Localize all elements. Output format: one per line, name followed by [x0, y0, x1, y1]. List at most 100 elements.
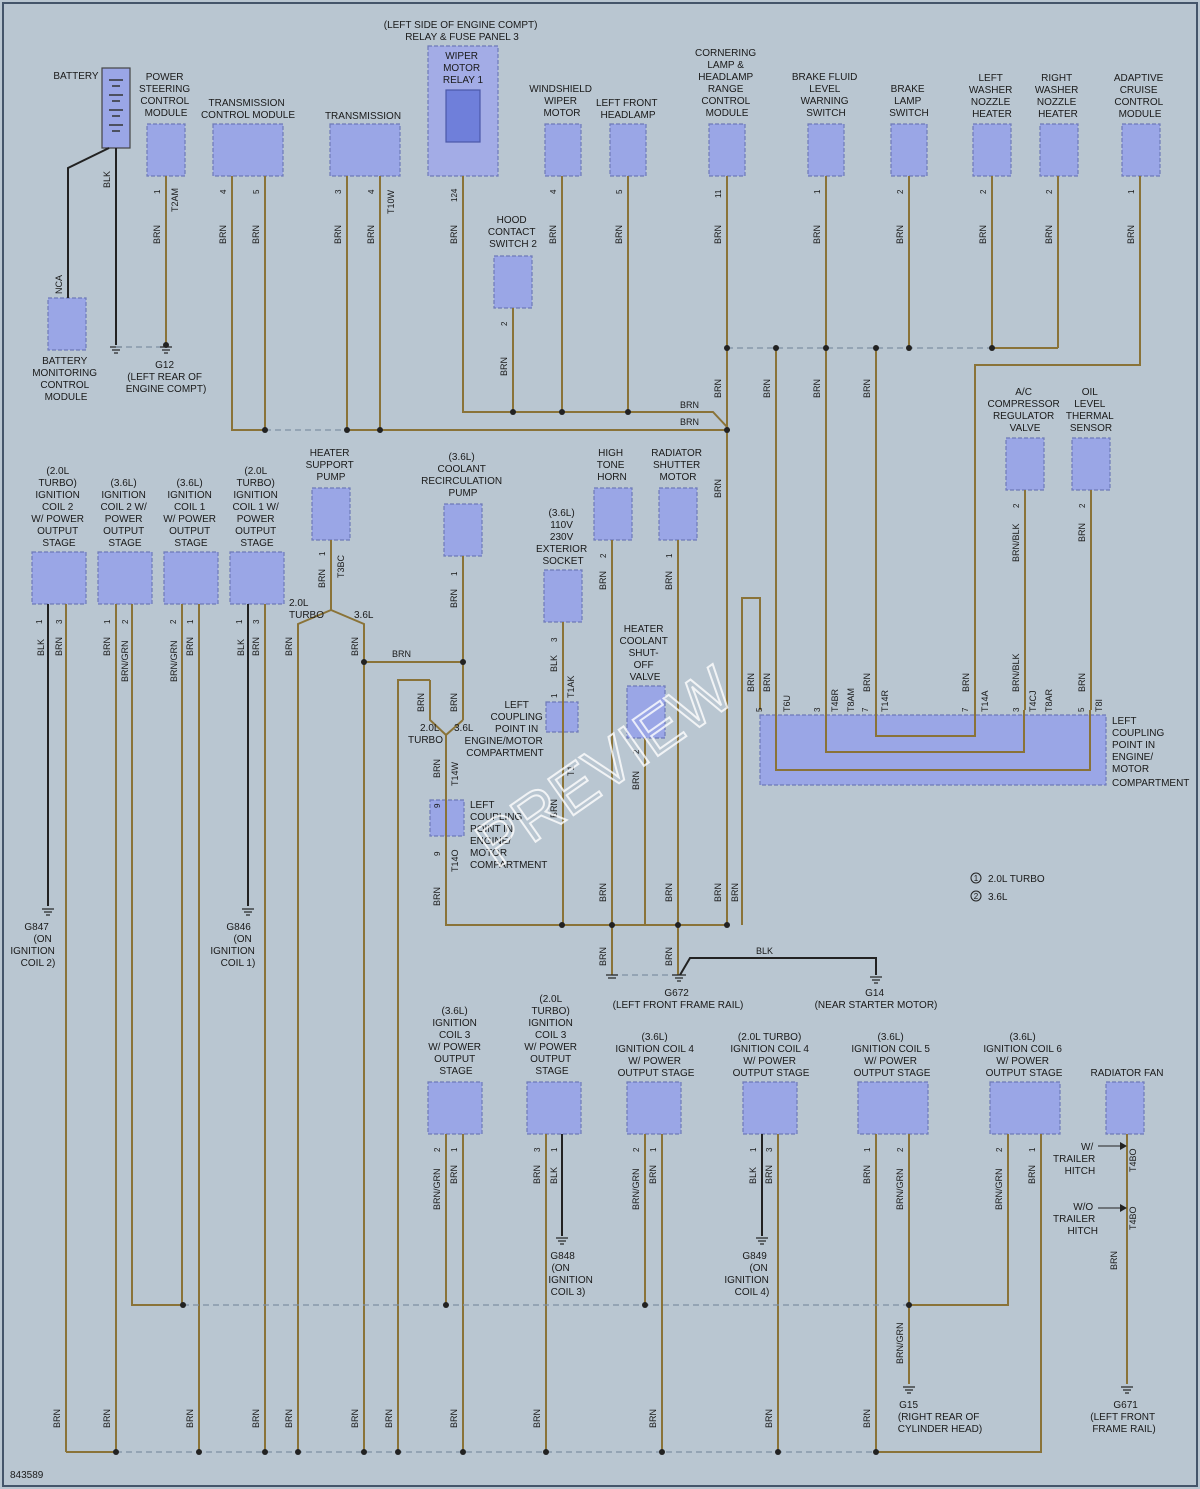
- svg-text:1: 1: [1127, 189, 1136, 194]
- battery-monitoring-module: BATTERY MONITORING CONTROL MODULE: [32, 297, 97, 403]
- svg-text:WIPER MOTOR RELAY: WIPER MOTOR RELAY 1: [443, 51, 484, 86]
- svg-text:(2.0L TURBO) IGNIT: (2.0L TURBO) IGNITION COIL 3 W/ POWER OU…: [524, 994, 580, 1077]
- svg-text:3: 3: [550, 637, 559, 642]
- svg-text:BRN: BRN: [764, 1409, 774, 1428]
- svg-text:BRN: BRN: [648, 1409, 658, 1428]
- svg-text:BRN: BRN: [102, 1409, 112, 1428]
- svg-text:BRN: BRN: [895, 225, 905, 244]
- svg-text:2: 2: [1078, 503, 1087, 508]
- svg-text:BRN: BRN: [350, 637, 360, 656]
- svg-text:BRN/GRN: BRN/GRN: [120, 640, 130, 682]
- svg-text:1: 1: [550, 1147, 559, 1152]
- svg-text:2: 2: [1045, 189, 1054, 194]
- svg-text:2.0L TURBO: 2.0L TURBO: [988, 874, 1045, 885]
- svg-text:BRN: BRN: [648, 1165, 658, 1184]
- svg-text:BRN: BRN: [432, 759, 442, 778]
- svg-text:BLK: BLK: [549, 655, 559, 672]
- svg-text:BRN: BRN: [862, 1165, 872, 1184]
- transmission: TRANSMISSION: [325, 111, 401, 177]
- svg-text:BRN: BRN: [598, 947, 608, 966]
- svg-text:T10W: T10W: [386, 189, 396, 214]
- svg-text:1: 1: [35, 619, 44, 624]
- svg-text:3: 3: [533, 1147, 542, 1152]
- svg-text:TRANSMISSION CONTROL MOD: TRANSMISSION CONTROL MODULE: [201, 98, 295, 121]
- svg-text:BRN: BRN: [416, 693, 426, 712]
- svg-text:1: 1: [863, 1147, 872, 1152]
- svg-text:BRN: BRN: [52, 1409, 62, 1428]
- svg-text:BRN/GRN: BRN/GRN: [994, 1168, 1004, 1210]
- svg-text:T1AK: T1AK: [566, 675, 576, 698]
- coil4-turbo: (2.0L TURBO) IGNITION COIL 4 W/ POWER OU…: [730, 1032, 810, 1135]
- svg-text:T14O: T14O: [450, 849, 460, 872]
- svg-text:1: 1: [103, 619, 112, 624]
- svg-text:(LEFT SIDE OF ENGINE COMPT): (LEFT SIDE OF ENGINE COMPT) RELAY & FUSE…: [384, 20, 541, 43]
- svg-text:BRN: BRN: [366, 225, 376, 244]
- coil2-turbo: (2.0L TURBO) IGNITION COIL 2 W/ POWER OU…: [31, 466, 87, 605]
- svg-text:2.0L: 2.0L: [420, 723, 440, 734]
- svg-text:(3.6L) IGNITION CO: (3.6L) IGNITION COIL 1 W/ POWER OUTPUT S…: [163, 478, 219, 549]
- svg-text:11: 11: [714, 189, 723, 198]
- svg-text:5: 5: [252, 189, 261, 194]
- svg-text:BRN: BRN: [598, 571, 608, 590]
- exterior-socket: (3.6L) 110V 230V EXTERIOR SOCKET: [536, 508, 587, 623]
- svg-text:7: 7: [861, 707, 870, 712]
- coolant-recirculation-pump: (3.6L) COOLANT RECIRCULATION PUMP: [421, 452, 502, 557]
- svg-text:HEATER COOLANT SHU: HEATER COOLANT SHUT- OFF VALVE: [620, 624, 671, 683]
- svg-text:BRN: BRN: [713, 225, 723, 244]
- svg-text:T2AM: T2AM: [170, 188, 180, 212]
- svg-text:BRN: BRN: [664, 947, 674, 966]
- relay-fuse-panel-3: (LEFT SIDE OF ENGINE COMPT) RELAY & FUSE…: [384, 20, 541, 177]
- svg-text:3: 3: [1012, 707, 1021, 712]
- svg-text:BRN: BRN: [862, 379, 872, 398]
- svg-text:T1: T1: [566, 765, 576, 776]
- coupling-right: LEFT COUPLING POINT IN ENGINE/ MOTOR COM…: [759, 710, 1189, 789]
- svg-text:TRANSMISSION: TRANSMISSION: [325, 111, 401, 122]
- left-front-headlamp: LEFT FRONT HEADLAMP: [596, 98, 657, 177]
- svg-text:BRN/GRN: BRN/GRN: [631, 1168, 641, 1210]
- svg-text:BLK: BLK: [756, 946, 773, 956]
- svg-text:BRN: BRN: [978, 225, 988, 244]
- svg-text:TURBO: TURBO: [408, 735, 443, 746]
- svg-text:BRN: BRN: [251, 225, 261, 244]
- brake-lamp-switch: BRAKE LAMP SWITCH: [889, 84, 929, 177]
- svg-text:BRN/BLK: BRN/BLK: [1011, 523, 1021, 562]
- legend: 1 2.0L TURBO 2 3.6L: [970, 872, 1045, 903]
- svg-text:T4BO: T4BO: [1128, 1206, 1138, 1230]
- svg-text:RADIATOR FAN: RADIATOR FAN: [1091, 1068, 1164, 1079]
- svg-text:2: 2: [433, 1147, 442, 1152]
- svg-text:BRN: BRN: [251, 1409, 261, 1428]
- svg-text:BRN: BRN: [812, 225, 822, 244]
- svg-text:BRN: BRN: [532, 1409, 542, 1428]
- svg-text:BRN/GRN: BRN/GRN: [895, 1168, 905, 1210]
- svg-text:BRN: BRN: [1077, 673, 1087, 692]
- cornering-lamp-module: CORNERING LAMP & HEADLAMP RANGE CONTROL …: [695, 48, 756, 177]
- svg-text:LEFT COUPLING POIN: LEFT COUPLING POINT IN ENGINE/ MOTOR COM…: [470, 800, 547, 871]
- svg-text:BRN: BRN: [762, 673, 772, 692]
- coil3-36: (3.6L) IGNITION COIL 3 W/ POWER OUTPUT S…: [427, 1006, 483, 1135]
- svg-text:1: 1: [649, 1147, 658, 1152]
- brake-fluid-switch: BRAKE FLUID LEVEL WARNING SWITCH: [792, 72, 857, 177]
- svg-text:2: 2: [121, 619, 130, 624]
- svg-text:BRN/GRN: BRN/GRN: [895, 1322, 905, 1364]
- svg-text:BRN: BRN: [961, 673, 971, 692]
- svg-text:T14W: T14W: [450, 761, 460, 786]
- coil4-36: (3.6L) IGNITION COIL 4 W/ POWER OUTPUT S…: [615, 1032, 695, 1135]
- svg-text:1: 1: [318, 551, 327, 556]
- svg-text:5: 5: [755, 707, 764, 712]
- svg-text:BRN: BRN: [185, 637, 195, 656]
- svg-text:BRN: BRN: [317, 569, 327, 588]
- svg-text:1: 1: [813, 189, 822, 194]
- svg-text:BLK: BLK: [549, 1167, 559, 1184]
- svg-text:BRN: BRN: [284, 637, 294, 656]
- svg-text:HEATER SUPPORT PUM: HEATER SUPPORT PUMP: [306, 448, 357, 483]
- svg-text:RADIATOR SHUTTER M: RADIATOR SHUTTER MOTOR: [651, 448, 705, 483]
- svg-text:1: 1: [749, 1147, 758, 1152]
- svg-text:5: 5: [1077, 707, 1086, 712]
- svg-text:2.0L: 2.0L: [289, 598, 309, 609]
- svg-text:1: 1: [186, 619, 195, 624]
- right-washer-nozzle-heater: RIGHT WASHER NOZZLE HEATER: [1035, 73, 1079, 177]
- svg-text:BRN: BRN: [862, 673, 872, 692]
- svg-text:ADAPTIVE CRUISE CO: ADAPTIVE CRUISE CONTROL MODULE: [1114, 73, 1166, 120]
- svg-text:BRN: BRN: [350, 1409, 360, 1428]
